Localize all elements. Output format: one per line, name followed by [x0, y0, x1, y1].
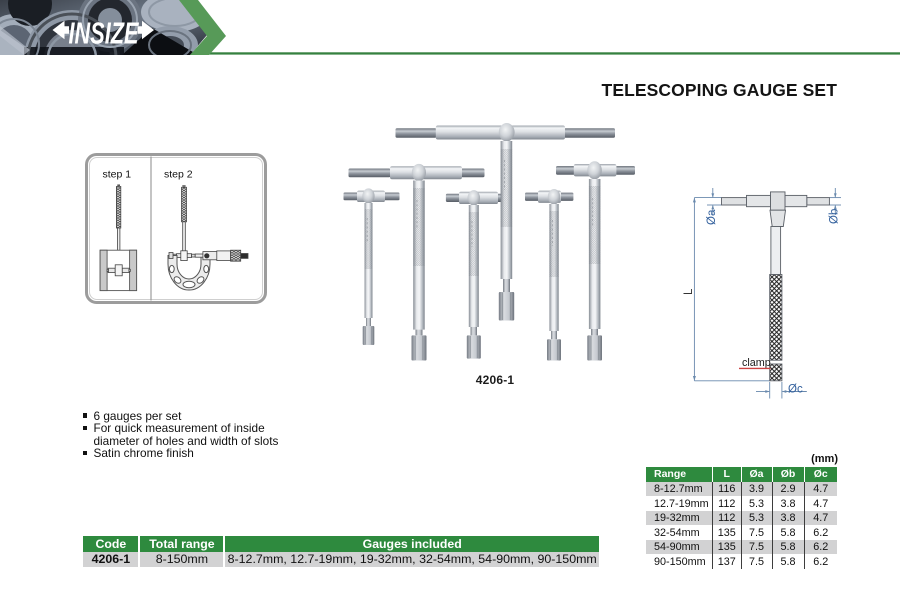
- svg-text:Øa: Øa: [706, 209, 718, 225]
- svg-text:Øc: Øc: [788, 384, 803, 396]
- svg-text:Øb: Øb: [829, 209, 841, 224]
- svg-text:step 1: step 1: [103, 169, 132, 181]
- svg-text:clamp: clamp: [742, 357, 771, 369]
- svg-text:step 2: step 2: [164, 169, 193, 181]
- svg-text:L: L: [683, 288, 695, 295]
- svg-text:INSIZE: INSIZE: [69, 16, 140, 51]
